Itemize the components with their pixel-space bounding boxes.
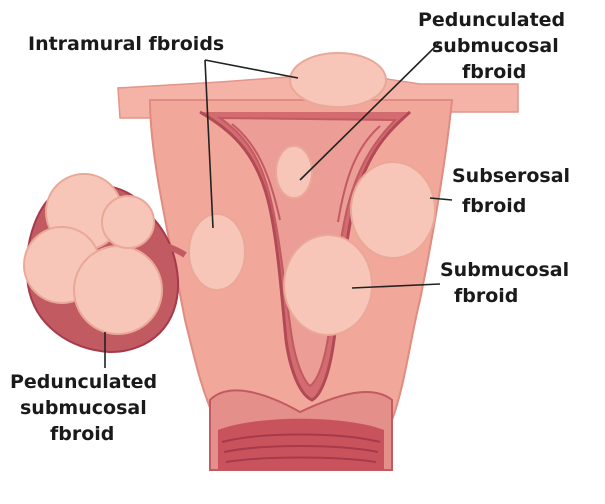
- fibroid-intramural-left: [189, 214, 245, 290]
- label-pedunculated-top-3: fbroid: [462, 61, 526, 83]
- label-pedunculated-top-2: submucosal: [432, 35, 559, 57]
- fibroid-submucosal: [284, 235, 372, 335]
- fibroid-pedunculated-cavity: [276, 146, 312, 198]
- label-subserosal-2: fbroid: [462, 195, 526, 217]
- label-intramural: Intramural fbroids: [28, 33, 224, 55]
- label-submucosal-2: fbroid: [454, 285, 518, 307]
- label-pedunculated-left-1: Pedunculated: [10, 371, 157, 393]
- cervical-canal: [218, 419, 384, 470]
- label-pedunculated-left-2: submucosal: [20, 397, 147, 419]
- label-pedunculated-left-3: fbroid: [50, 423, 114, 445]
- label-submucosal-1: Submucosal: [440, 259, 569, 281]
- label-pedunculated-top-1: Pedunculated: [418, 9, 565, 31]
- fibroid-subserosal: [351, 162, 435, 258]
- label-subserosal-1: Subserosal: [452, 165, 570, 187]
- leader-intramural-top: [205, 60, 298, 78]
- fibroid-top: [290, 53, 386, 107]
